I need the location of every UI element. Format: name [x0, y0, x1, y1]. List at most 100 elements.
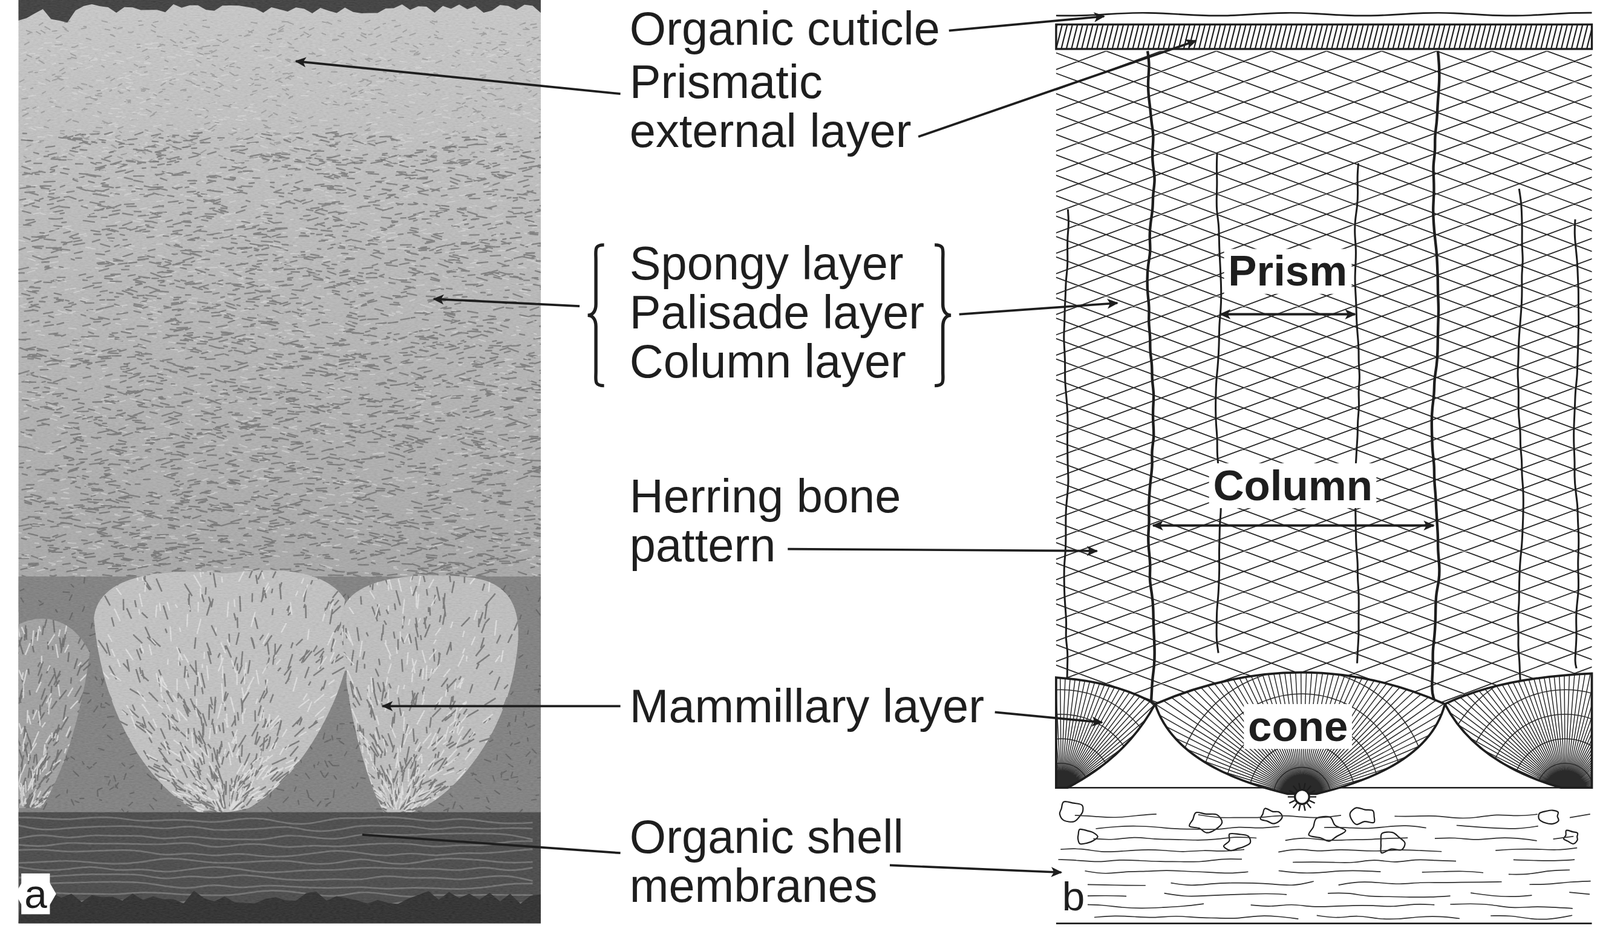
cone-striation [975, 469, 1600, 923]
membrane-fibre [1278, 849, 1442, 852]
growth-arc [1008, 738, 1115, 845]
herring-bone-lattice [1056, 50, 1593, 705]
layer-label: Column layer [629, 336, 907, 386]
leader-line [995, 711, 1103, 723]
membrane-fibre [1057, 858, 1242, 863]
prism-boundary [1215, 153, 1222, 654]
part-label: cone [1243, 704, 1352, 749]
membrane-fibre [1292, 859, 1457, 863]
micrograph-grain [18, 0, 541, 924]
leader-line [918, 40, 1196, 137]
cone-outline [1155, 672, 1446, 795]
panel-letter: a [21, 873, 51, 915]
cone-outline [1056, 677, 1156, 788]
growth-arc [959, 689, 1164, 894]
membrane-fibre [1569, 892, 1590, 895]
left-brace [587, 244, 605, 386]
layer-label: Mammillary layer [629, 681, 985, 731]
column-boundary [1147, 50, 1155, 705]
growth-arc [983, 714, 1139, 870]
core-fibre-knot [1223, 833, 1251, 851]
membrane-fibre [1316, 915, 1460, 919]
membrane-fibre [1093, 837, 1257, 841]
membrane-fibre [1171, 881, 1314, 885]
core-fibre-knot [1308, 816, 1346, 842]
layer-label: Prismatic external layer [629, 56, 957, 155]
growth-arc [1438, 665, 1600, 919]
prism-boundary [1355, 163, 1360, 664]
membrane-fibre [1250, 904, 1435, 907]
core-fibre-knot [1350, 807, 1375, 825]
membrane-fibre [1569, 814, 1591, 818]
membrane-fibre [1327, 892, 1450, 898]
leader-line [362, 834, 621, 853]
membrane-fibre [1074, 814, 1157, 818]
membrane-fibre [1084, 870, 1248, 874]
prism-boundary [1517, 188, 1524, 682]
membrane-fibre [1278, 870, 1382, 873]
membrane-fibre [1434, 837, 1538, 841]
layer-label: Spongy layer [629, 238, 904, 288]
membrane-fibre [1456, 825, 1539, 829]
growth-arc [1249, 742, 1356, 849]
membrane-fibre [1529, 881, 1591, 885]
growth-arc [1512, 738, 1600, 845]
membrane-fibre [1394, 814, 1538, 818]
column-width-arrow [1152, 524, 1434, 527]
prism-boundary [1573, 219, 1579, 669]
leader-lines [295, 16, 1196, 873]
membrane-fibre [1324, 825, 1427, 829]
membrane-fibre [1422, 871, 1484, 873]
membrane-fibre [1164, 893, 1287, 897]
membrane-fibre [1285, 837, 1408, 841]
core-fibre-knot [1059, 801, 1084, 823]
sem-micrograph [18, 0, 541, 924]
membrane-fibre [1338, 881, 1503, 885]
core-fibre-knot [1077, 829, 1098, 845]
layer-label: Organic shell membranes [629, 812, 957, 911]
cone-outline [1445, 673, 1593, 788]
membrane-fibre [1081, 903, 1204, 908]
cone-striation [1238, 465, 1600, 919]
cuticle-line [1056, 12, 1593, 16]
leader-line [295, 61, 621, 94]
membrane-fibre [1513, 859, 1575, 861]
right-brace [934, 244, 951, 386]
leader-line [433, 298, 580, 307]
membrane-fibre [1553, 836, 1574, 840]
membrane-fibre [1095, 826, 1280, 830]
prismatic-hatch [1056, 24, 1593, 49]
growth-arc [1487, 714, 1600, 870]
leader-line [949, 16, 1104, 31]
part-label: Column [1209, 463, 1377, 509]
column-boundary [1431, 50, 1440, 705]
core-spikes [1287, 782, 1317, 811]
layer-label: Organic cuticle [629, 4, 941, 54]
growth-arc [1175, 669, 1429, 923]
membrane-fibre [1060, 848, 1245, 852]
membrane-fibre [1470, 892, 1532, 897]
leader-line [889, 865, 1062, 873]
membrane-fibre [1449, 903, 1573, 909]
panel-letter: b [1059, 875, 1089, 916]
leader-line [787, 549, 1097, 552]
prism-width-arrow [1220, 313, 1356, 316]
layer-label: Palisade layer [629, 287, 925, 337]
core-fibre-knot [1538, 809, 1559, 824]
membrane-fibre [1084, 884, 1146, 886]
membrane-fibre [1508, 869, 1570, 875]
leader-line [959, 303, 1118, 315]
membrane-fibre [1495, 848, 1578, 851]
membrane-base [1056, 922, 1593, 925]
growth-arc [1200, 693, 1405, 898]
organic-core [1295, 790, 1310, 805]
part-label: Prism [1224, 249, 1352, 294]
leader-line [382, 704, 621, 708]
prism-boundary [1064, 209, 1069, 682]
membrane-fibre [1094, 915, 1299, 919]
growth-arc [1463, 689, 1600, 894]
growth-arc [1032, 763, 1090, 821]
layer-label: Herring bone pattern [629, 471, 957, 570]
